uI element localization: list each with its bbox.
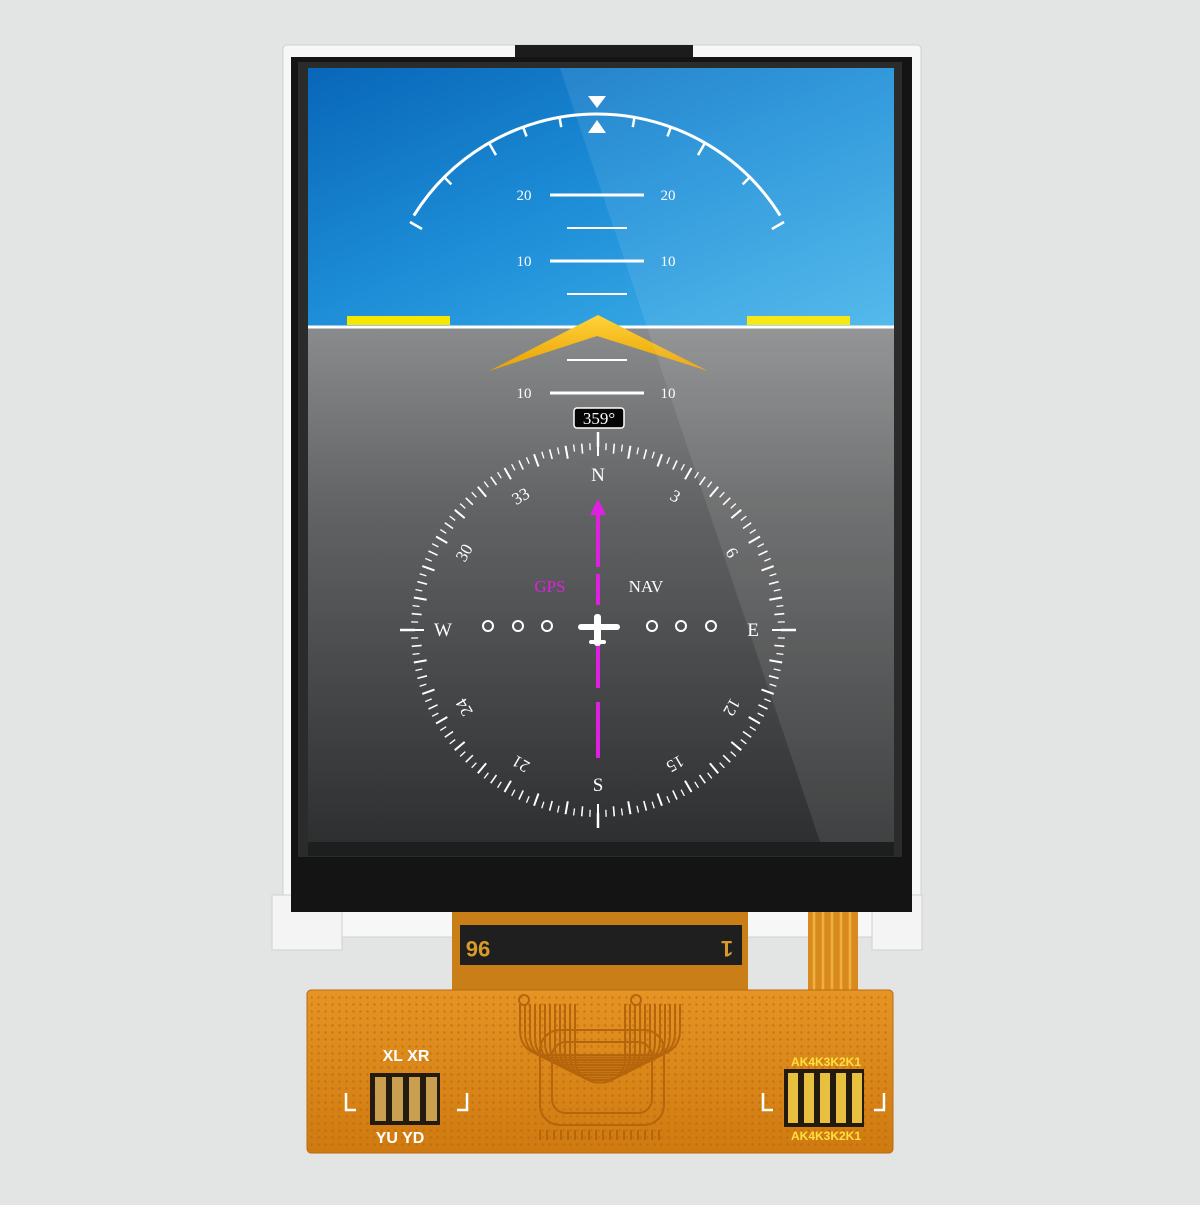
pin-first-label: 1 xyxy=(721,936,733,961)
cardinal-west: W xyxy=(434,620,452,641)
compass-tick xyxy=(582,806,583,816)
pitch-label-left: 20 xyxy=(517,188,532,204)
compass-tick xyxy=(574,445,575,452)
compass-tick xyxy=(412,645,422,646)
compass-tick xyxy=(613,806,614,816)
backlight-labels-top: AK4K3K2K1 xyxy=(791,1055,861,1069)
pitch-label-left: 10 xyxy=(517,254,532,270)
compass-tick xyxy=(621,445,622,452)
compass-tick xyxy=(613,444,614,454)
compass-tick xyxy=(621,808,622,815)
pitch-label-left: 10 xyxy=(517,386,532,402)
compass-tick xyxy=(413,653,420,654)
roll-tick xyxy=(559,117,561,127)
fpc-board: XL XR YU YD AK4K3K2K1 AK4K3K2K1 xyxy=(307,990,893,1153)
heading-readout: 359° xyxy=(583,409,615,428)
touch-y-labels: YU YD xyxy=(376,1130,425,1147)
nav-label: NAV xyxy=(629,577,664,596)
backlight-labels-bottom: AK4K3K2K1 xyxy=(791,1129,861,1143)
left-wing-marker xyxy=(347,316,450,325)
cardinal-north: N xyxy=(591,465,605,486)
cardinal-south: S xyxy=(593,775,604,796)
compass-tick xyxy=(574,808,575,815)
pin-last-label: 96 xyxy=(466,936,490,961)
gps-label: GPS xyxy=(534,577,565,596)
touch-x-labels: XL XR xyxy=(383,1048,430,1065)
compass-tick xyxy=(413,606,420,607)
compass-tick xyxy=(582,444,583,454)
compass-tick xyxy=(412,614,422,615)
